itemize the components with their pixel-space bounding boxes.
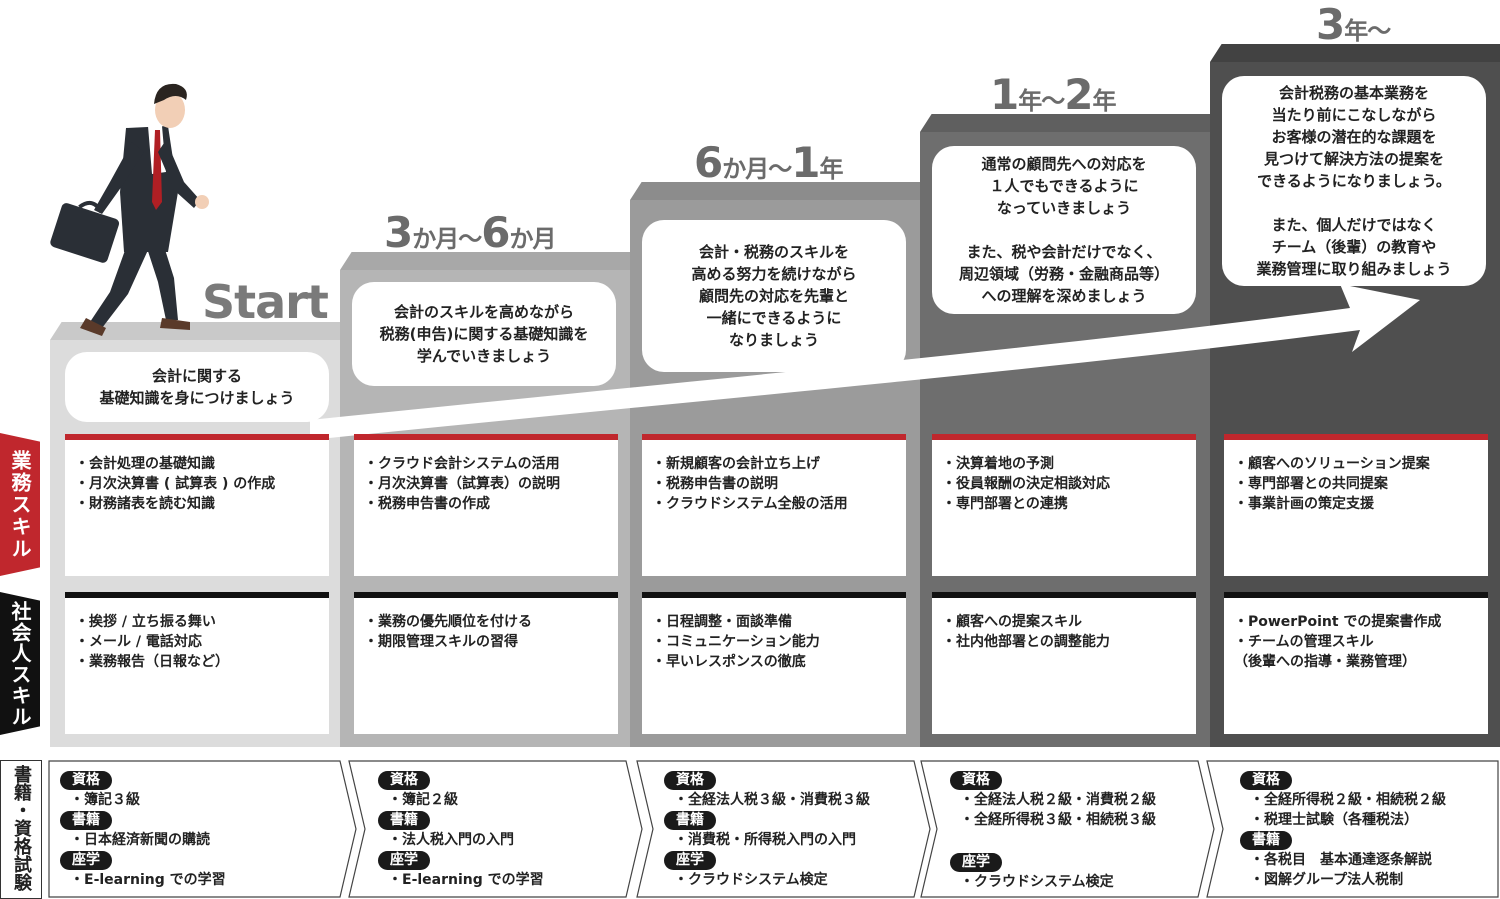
cert-item: ・全経法人税２級・消費税２級 [960, 792, 1156, 808]
stage-1-social-skills: ・挨拶 / 立ち振る舞い ・メール / 電話対応 ・業務報告（日報など） [65, 592, 329, 734]
skill-item: ・メール / 電話対応 [75, 634, 202, 650]
social-skills-label: 社会人スキル [0, 592, 40, 735]
stage-2-message: 会計のスキルを高めながら 税務(申告)に関する基礎知識を 学んでいきましょう [352, 282, 616, 386]
stage-3-social-skills: ・日程調整・面談準備 ・コミュニケーション能力 ・早いレスポンスの徹底 [642, 592, 906, 734]
book-item: ・図解グループ法人税制 [1250, 872, 1404, 888]
study-item: ・クラウドシステム検定 [960, 874, 1114, 890]
book-tag: 書籍 [378, 811, 430, 830]
cert-item: ・全経所得税２級・相続税２級 [1250, 792, 1446, 808]
stage-5-business-skills: ・顧客へのソリューション提案 ・専門部署との共同提案 ・事業計画の策定支援 [1224, 434, 1488, 576]
skill-item: ・コミュニケーション能力 [652, 634, 820, 650]
skill-item: ・月次決算書（試算表）の説明 [364, 476, 560, 492]
book-tag: 書籍 [60, 811, 112, 830]
start-label: Start [202, 275, 329, 329]
stage-4-period: 1年～2年 [990, 70, 1116, 119]
study-tag: 座学 [60, 851, 112, 870]
stage-4-business-skills: ・決算着地の予測 ・役員報酬の決定相談対応 ・専門部署との連携 [932, 434, 1196, 576]
skill-item: ・役員報酬の決定相談対応 [942, 476, 1110, 492]
study-item: ・E-learning での学習 [388, 872, 544, 888]
stage-3-message: 会計・税務のスキルを 高める努力を続けながら 顧問先の対応を先輩と 一緒にできる… [642, 220, 906, 372]
stage-3-period: 6か月～1年 [694, 138, 843, 187]
businessman-illustration [50, 83, 209, 336]
skill-item: ・チームの管理スキル [1234, 634, 1374, 650]
stage-1-books: 資格 ・簿記３級 書籍 ・日本経済新聞の購読 座学 ・E-learning での… [48, 760, 358, 899]
skill-item: ・クラウドシステム全般の活用 [652, 496, 848, 512]
cert-tag: 資格 [378, 771, 430, 790]
stage-4-social-skills: ・顧客への提案スキル ・社内他部署との調整能力 [932, 592, 1196, 734]
study-item: ・E-learning での学習 [70, 872, 226, 888]
stage-5-period: 3年～ [1316, 0, 1391, 49]
books-certs-label: 書籍・資格試験 [0, 760, 42, 899]
book-item: ・法人税入門の入門 [388, 832, 514, 848]
stage-3-books: 資格 ・全経法人税３級・消費税３級 書籍 ・消費税・所得税入門の入門 座学 ・ク… [636, 760, 932, 899]
skill-item: ・月次決算書 ( 試算表 ) の作成 [75, 476, 276, 492]
stage-5-message: 会計税務の基本業務を 当たり前にこなしながら お客様の潜在的な課題を 見つけて解… [1222, 76, 1486, 286]
skill-item: ・期限管理スキルの習得 [364, 634, 518, 650]
cert-tag: 資格 [664, 771, 716, 790]
study-tag: 座学 [664, 851, 716, 870]
book-tag: 書籍 [664, 811, 716, 830]
study-tag: 座学 [378, 851, 430, 870]
skill-item: ・専門部署との連携 [942, 496, 1068, 512]
stage-4-step-top [920, 114, 1210, 132]
skill-item: ・業務報告（日報など） [75, 654, 229, 670]
skill-item: ・挨拶 / 立ち振る舞い [75, 614, 216, 630]
stage-3-step-top [630, 182, 920, 200]
skill-item: ・顧客への提案スキル [942, 614, 1082, 630]
skill-item: ・財務諸表を読む知識 [75, 496, 215, 512]
book-item: ・各税目 基本通達逐条解説 [1250, 852, 1432, 868]
skill-item: ・社内他部署との調整能力 [942, 634, 1110, 650]
cert-item: ・全経所得税３級・相続税３級 [960, 812, 1156, 828]
cert-item: ・簿記２級 [388, 792, 458, 808]
stage-1-message: 会計に関する 基礎知識を身につけましょう [65, 352, 329, 422]
stage-5-step-top [1210, 44, 1500, 62]
cert-item: ・簿記３級 [70, 792, 140, 808]
stage-2-business-skills: ・クラウド会計システムの活用 ・月次決算書（試算表）の説明 ・税務申告書の作成 [354, 434, 618, 576]
skill-item: ・事業計画の策定支援 [1234, 496, 1374, 512]
skill-item: ・業務の優先順位を付ける [364, 614, 532, 630]
stage-5-books: 資格 ・全経所得税２級・相続税２級 ・税理士試験（各種税法） 書籍 ・各税目 基… [1206, 760, 1500, 899]
skill-item: ・税務申告書の説明 [652, 476, 778, 492]
stage-3-business-skills: ・新規顧客の会計立ち上げ ・税務申告書の説明 ・クラウドシステム全般の活用 [642, 434, 906, 576]
cert-tag: 資格 [950, 771, 1002, 790]
stage-1-business-skills: ・会計処理の基礎知識 ・月次決算書 ( 試算表 ) の作成 ・財務諸表を読む知識 [65, 434, 329, 576]
stage-4-books: 資格 ・全経法人税２級・消費税２級 ・全経所得税３級・相続税３級 座学 ・クラウ… [920, 760, 1216, 899]
cert-item: ・税理士試験（各種税法） [1250, 812, 1418, 828]
book-item: ・消費税・所得税入門の入門 [674, 832, 856, 848]
skill-item: ・専門部署との共同提案 [1234, 476, 1388, 492]
stage-2-social-skills: ・業務の優先順位を付ける ・期限管理スキルの習得 [354, 592, 618, 734]
cert-item: ・全経法人税３級・消費税３級 [674, 792, 870, 808]
skill-item: ・決算着地の予測 [942, 456, 1054, 472]
skill-item: （後輩への指導・業務管理） [1234, 654, 1416, 670]
cert-tag: 資格 [1240, 771, 1292, 790]
skill-item: ・新規顧客の会計立ち上げ [652, 456, 820, 472]
stage-2-period: 3か月～6か月 [384, 208, 556, 257]
stage-2-step-top [340, 252, 630, 270]
cert-tag: 資格 [60, 771, 112, 790]
skill-item: ・PowerPoint での提案書作成 [1234, 614, 1442, 630]
stage-1-step-top [50, 322, 340, 340]
study-tag: 座学 [950, 853, 1002, 872]
book-tag: 書籍 [1240, 831, 1292, 850]
stage-4-message: 通常の顧問先への対応を １人でもできるように なっていきましょう また、税や会計… [932, 146, 1196, 314]
skill-item: ・早いレスポンスの徹底 [652, 654, 806, 670]
skill-item: ・税務申告書の作成 [364, 496, 490, 512]
business-skills-label: 業務スキル [0, 433, 40, 576]
skill-item: ・顧客へのソリューション提案 [1234, 456, 1430, 472]
book-item: ・日本経済新聞の購読 [70, 832, 210, 848]
stage-5-social-skills: ・PowerPoint での提案書作成 ・チームの管理スキル （後輩への指導・業… [1224, 592, 1488, 734]
skill-item: ・日程調整・面談準備 [652, 614, 792, 630]
skill-item: ・クラウド会計システムの活用 [364, 456, 560, 472]
skill-item: ・会計処理の基礎知識 [75, 456, 215, 472]
stage-2-books: 資格 ・簿記２級 書籍 ・法人税入門の入門 座学 ・E-learning での学… [348, 760, 644, 899]
study-item: ・クラウドシステム検定 [674, 872, 828, 888]
